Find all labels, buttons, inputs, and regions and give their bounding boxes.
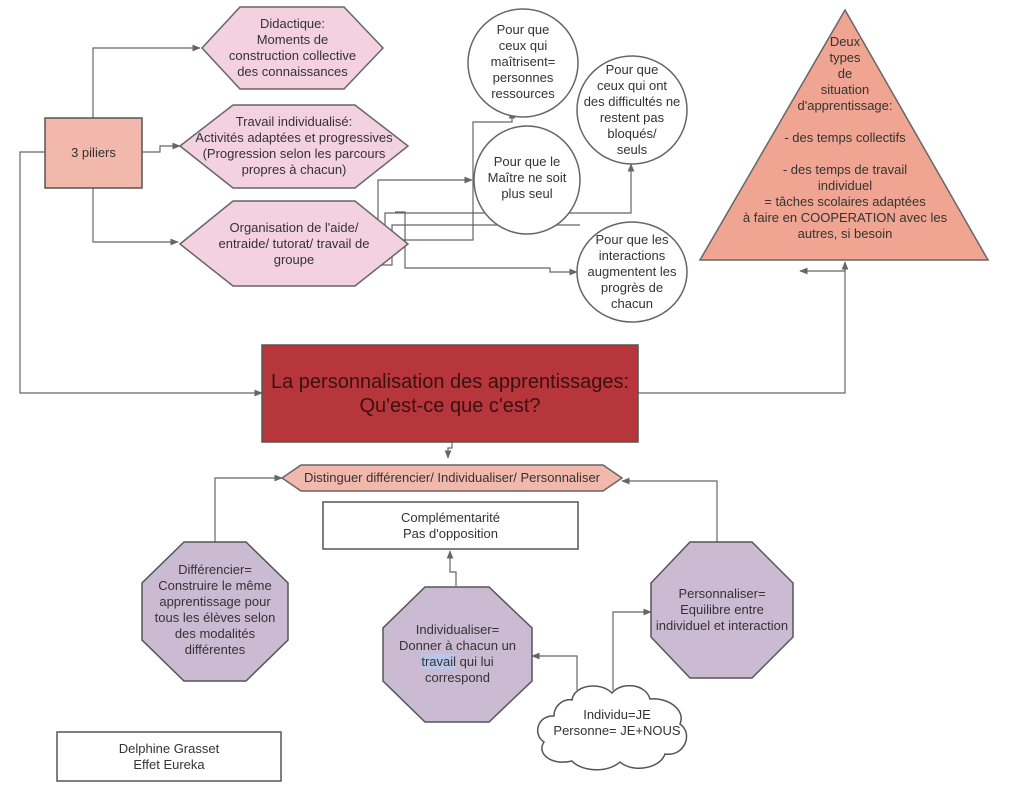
- travail-label: Travail individualisé: Activités adaptée…: [195, 114, 393, 177]
- connector-piliers-travail: [142, 142, 181, 153]
- individualiser-line2-rest: qui lui: [456, 654, 494, 669]
- piliers-box[interactable]: [44, 117, 143, 189]
- connector-org-maitrisent: [400, 110, 516, 241]
- organisation-label: Organisation de l'aide/ entraide/ tutora…: [218, 220, 370, 267]
- distinguer-hexagon[interactable]: [280, 464, 624, 492]
- situations-triangle[interactable]: [698, 8, 990, 261]
- complementarite-label: Complémentarité Pas d'opposition: [401, 509, 500, 541]
- interactions-circle[interactable]: [576, 221, 688, 323]
- differencier-label: Différencier= Construire le même apprent…: [154, 562, 276, 657]
- individu-cloud[interactable]: [536, 684, 688, 771]
- individualiser-line2: travail qui lui: [421, 654, 494, 670]
- highlighted-word: travail: [421, 654, 457, 669]
- connector-title-distinguer: [444, 442, 453, 459]
- organisation-hexagon[interactable]: [178, 200, 410, 287]
- connector-individualiser-complementarite: [446, 550, 457, 586]
- connector-piliers-title: [19, 151, 263, 397]
- didactique-label: Didactique: Moments de construction coll…: [228, 16, 357, 79]
- personnaliser-octagon[interactable]: [650, 541, 794, 679]
- credit-label: Delphine Grasset Effet Eureka: [118, 740, 220, 772]
- connector-piliers-organisation: [92, 188, 179, 246]
- connector-personnaliser-distinguer: [621, 477, 718, 542]
- credit-box: [56, 731, 282, 782]
- connector-org-interactions: [395, 211, 578, 276]
- individualiser-octagon[interactable]: [382, 586, 533, 723]
- difficultes-circle[interactable]: [576, 55, 688, 165]
- complementarite-box[interactable]: [322, 501, 579, 550]
- triangle-label: Deux types de situation d'apprentissage:…: [742, 34, 948, 241]
- connector-differencier-distinguer: [214, 474, 283, 542]
- travail-hexagon[interactable]: [178, 104, 410, 189]
- piliers-label: 3 piliers: [71, 145, 116, 160]
- individualiser-line1: Individualiser= Donner à chacun un: [398, 622, 517, 653]
- individualiser-line3: correspond: [424, 670, 491, 685]
- connector-org-loop: [378, 224, 580, 266]
- page-title: La personnalisation des apprentissages: …: [270, 370, 630, 417]
- individualiser-label: Individualiser= Donner à chacun un trava…: [383, 618, 532, 690]
- didactique-hexagon[interactable]: [200, 6, 385, 90]
- maitre-circle[interactable]: [473, 125, 581, 235]
- personnaliser-label: Personnaliser= Equilibre entre individue…: [655, 586, 789, 633]
- differencier-octagon[interactable]: [141, 541, 289, 682]
- maitrisent-label: Pour que ceux qui maîtrisent= personnes …: [490, 22, 556, 101]
- title-box[interactable]: [261, 344, 639, 443]
- interactions-label: Pour que les interactions augmentent les…: [587, 232, 677, 311]
- distinguer-label: Distinguer différencier/ Individualiser/…: [303, 470, 601, 485]
- connector-cloud-individualiser: [531, 652, 578, 690]
- maitre-label: Pour que le Maître ne soit plus seul: [487, 154, 567, 201]
- cloud-label: Individu=JE Personne= JE+NOUS: [553, 707, 681, 738]
- connector-cloud-personnaliser: [612, 608, 652, 690]
- connector-title-triangle: [638, 261, 849, 394]
- difficultes-label: Pour que ceux qui ont des difficultés ne…: [583, 62, 681, 157]
- connector-piliers-didactique: [92, 44, 201, 118]
- maitrisent-circle[interactable]: [467, 8, 579, 118]
